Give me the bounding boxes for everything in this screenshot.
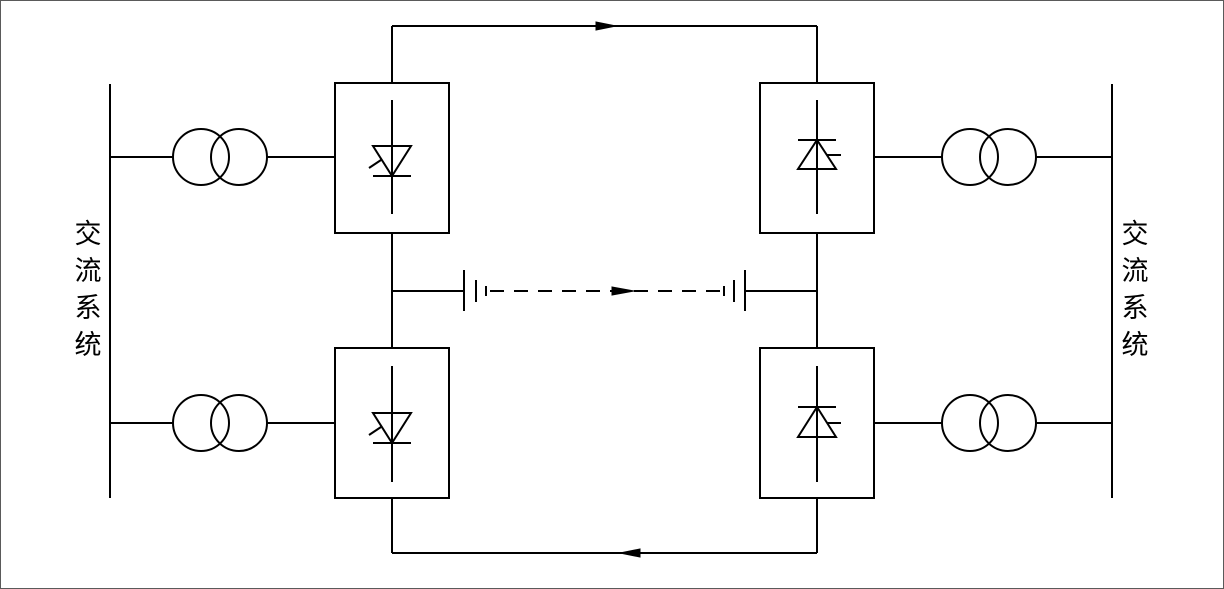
dc-line-top: [391, 21, 818, 83]
left-ac-system-label: 交流系统: [74, 219, 102, 361]
transformer-left-bottom-icon: [172, 394, 230, 452]
thyristor-right-top-icon: [796, 100, 841, 214]
arrow-right-icon: [595, 21, 617, 31]
electrode-right: [723, 270, 817, 311]
right-ac-system-label: 交流系统: [1121, 219, 1149, 361]
thyristor-right-bottom-icon: [796, 366, 841, 482]
arrow-return-icon: [611, 286, 635, 296]
arrow-left-icon: [619, 548, 641, 558]
thyristor-left-bottom-icon: [368, 366, 413, 482]
transformer-left-top-icon: [172, 128, 230, 186]
right-bottom-branch: [759, 347, 1112, 499]
right-top-branch: [759, 82, 1112, 234]
left-bottom-branch: [110, 347, 450, 499]
thyristor-left-top-icon: [368, 100, 413, 214]
transformer-right-top-icon: [941, 128, 999, 186]
transformer-right-bottom-icon: [941, 394, 999, 452]
dc-line-bottom: [391, 498, 818, 558]
left-top-branch: [110, 82, 450, 234]
electrode-left: [392, 270, 487, 311]
